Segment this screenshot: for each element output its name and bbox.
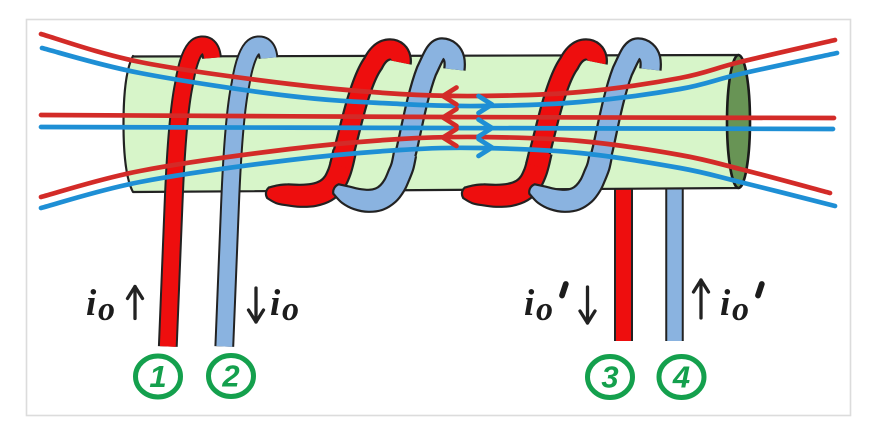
svg-text:o: o bbox=[98, 291, 115, 328]
svg-text:i: i bbox=[524, 283, 535, 324]
svg-text:i: i bbox=[720, 283, 731, 324]
svg-text:o: o bbox=[536, 291, 553, 328]
svg-text:o: o bbox=[732, 291, 749, 328]
svg-text:3: 3 bbox=[601, 360, 618, 395]
svg-text:i: i bbox=[270, 283, 281, 324]
svg-text:2: 2 bbox=[221, 359, 239, 394]
svg-text:1: 1 bbox=[149, 359, 166, 394]
svg-text:4: 4 bbox=[672, 360, 690, 395]
svg-text:i: i bbox=[86, 283, 97, 324]
svg-text:o: o bbox=[282, 291, 299, 328]
